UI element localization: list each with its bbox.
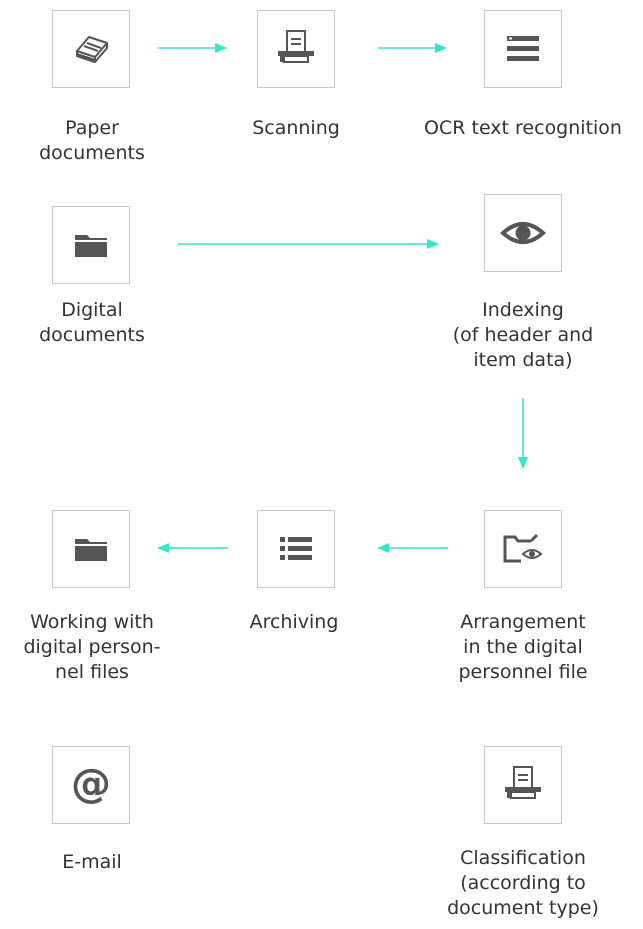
classification-label: Classification (according to document ty… [447, 847, 599, 919]
paper-stack-icon [76, 36, 108, 63]
indexing-node [484, 194, 562, 272]
folder-eye-icon [503, 533, 543, 563]
folder-icon [75, 539, 107, 561]
scanner-icon [505, 766, 541, 799]
arrangement-label: Arrangement in the digital personnel fil… [458, 611, 588, 683]
classification-node [484, 746, 562, 824]
scanning-label: Scanning [252, 117, 340, 139]
archiving-label: Archiving [249, 611, 339, 633]
scanning-node [257, 10, 335, 88]
indexing-label: Indexing (of header and item data) [452, 299, 594, 371]
email-node: @ [52, 746, 130, 824]
folder-icon [75, 235, 107, 257]
paper-documents-node [52, 10, 130, 88]
svg-text:@: @ [71, 763, 111, 807]
text-lines-icon [507, 36, 539, 61]
arrangement-node [484, 510, 562, 588]
list-icon [280, 537, 312, 560]
at-sign-icon: @ [71, 763, 111, 807]
digital-documents-label: Digital documents [39, 299, 145, 346]
scanner-icon [278, 30, 314, 63]
paper-documents-label: Paper documents [39, 117, 145, 164]
ocr-label: OCR text recognition [424, 117, 622, 139]
archiving-node [257, 510, 335, 588]
working-node [52, 510, 130, 588]
email-label: E-mail [62, 851, 122, 873]
working-label: Working with digital person- nel files [23, 611, 161, 683]
ocr-node [484, 10, 562, 88]
digital-documents-node [52, 206, 130, 284]
eye-icon [500, 222, 546, 244]
